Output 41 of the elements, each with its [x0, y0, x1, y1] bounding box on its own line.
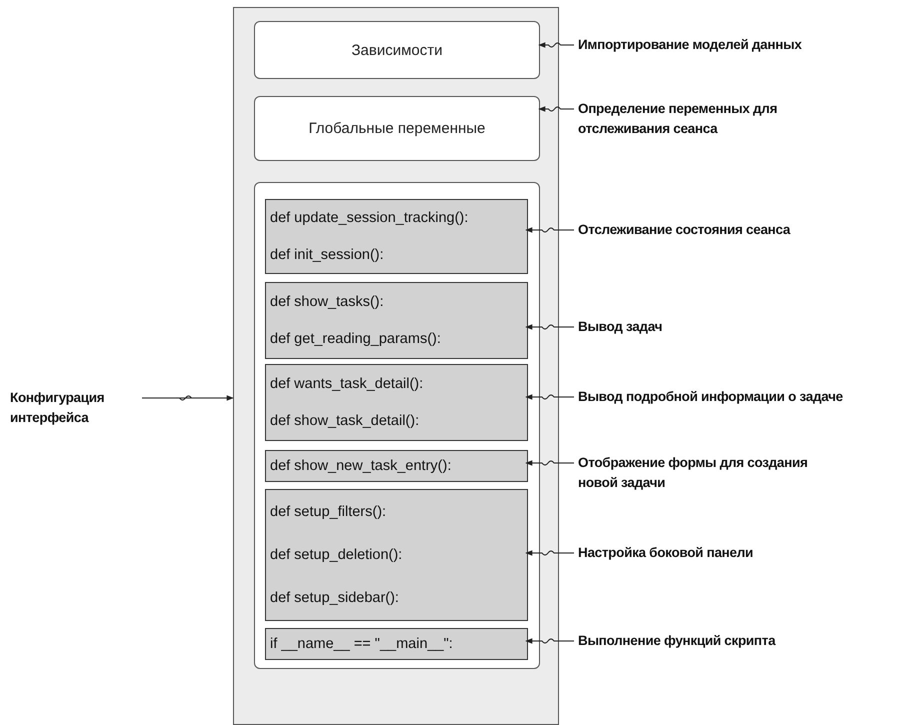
callout-text: Отслеживание состояния сеанса [578, 222, 790, 237]
code-line: def show_new_task_entry(): [270, 458, 452, 474]
leader-arrow [142, 395, 234, 401]
section-box [254, 96, 540, 161]
section-title: Глобальные переменные [308, 120, 486, 137]
leader-arrow [525, 394, 574, 400]
code-block [265, 489, 528, 621]
callout-text: Вывод подробной информации о задаче [578, 389, 843, 404]
section-title: Зависимости [351, 42, 443, 58]
callout-text: Конфигурация интерфейса [10, 390, 104, 425]
leader-arrow [538, 42, 574, 48]
code-line: def wants_task_detail(): [270, 376, 424, 392]
callout-text: Настройка боковой панели [578, 545, 754, 560]
code-block [265, 364, 528, 441]
callout-text: Импортирование моделей данных [578, 37, 802, 52]
code-line: def show_task_detail(): [270, 413, 420, 430]
leader-arrow [525, 550, 574, 556]
container-box [254, 182, 540, 669]
callout-text: Выполнение функций скрипта [578, 633, 776, 648]
code-block [265, 450, 528, 482]
callout-text: Вывод задач [578, 319, 662, 334]
code-block [265, 199, 528, 274]
frame-panel [233, 7, 559, 725]
code-line: def setup_deletion(): [270, 546, 404, 563]
code-line: if __name__ == "__main__": [270, 636, 454, 652]
code-block [265, 282, 528, 359]
code-line: def setup_filters(): [270, 504, 388, 520]
callout-text: Отображение формы для создания новой задачи [578, 455, 808, 490]
section-box [254, 21, 540, 79]
leader-arrow [525, 460, 574, 466]
leader-arrow [525, 324, 574, 330]
code-block [265, 628, 528, 660]
code-line: def show_tasks(): [270, 294, 385, 310]
leader-arrow [525, 227, 574, 233]
code-line: def init_session(): [270, 246, 385, 263]
code-line: def setup_sidebar(): [270, 590, 400, 606]
code-line: def update_session_tracking(): [270, 210, 470, 226]
code-line: def get_reading_params(): [270, 331, 442, 348]
leader-arrow [538, 106, 574, 112]
leader-arrow [525, 638, 574, 644]
callout-text: Определение переменных для отслеживания сеанса [578, 101, 778, 136]
